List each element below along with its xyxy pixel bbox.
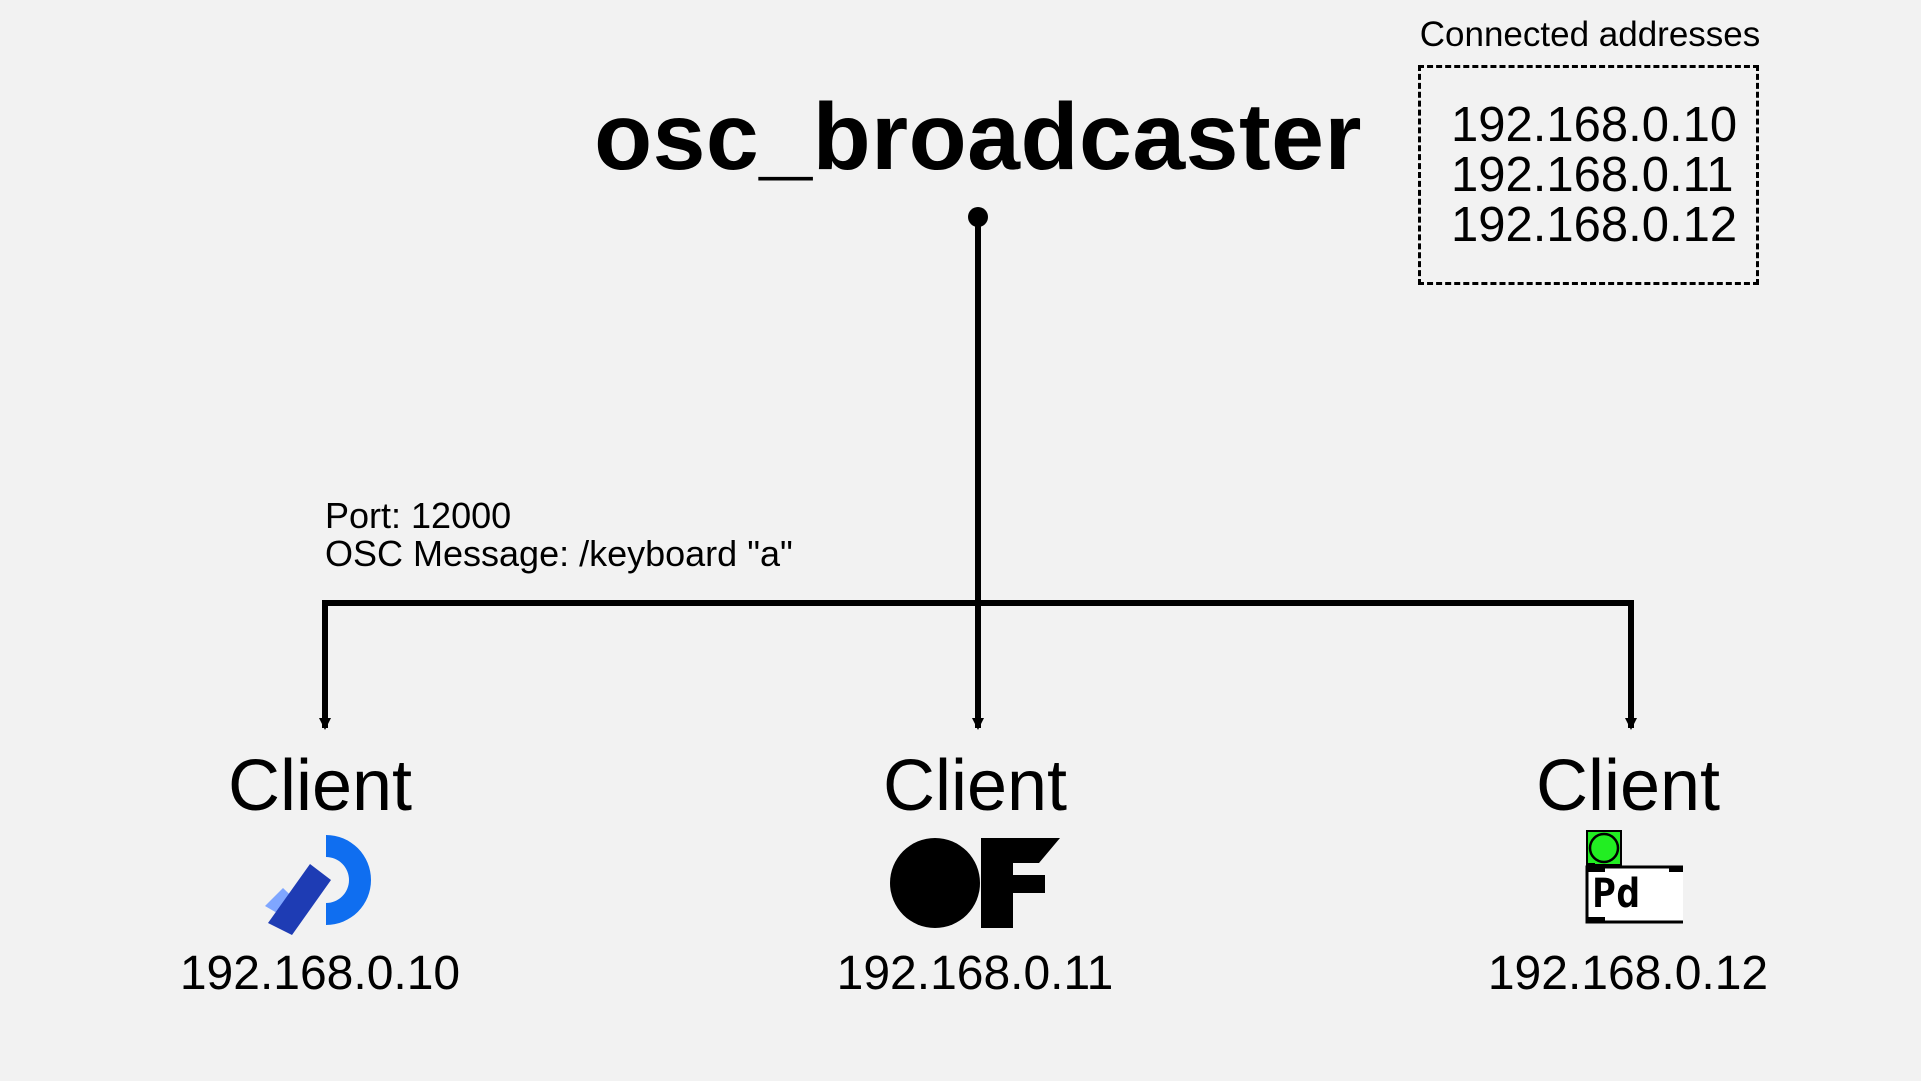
client-ip: 192.168.0.11	[836, 947, 1114, 1000]
client-label: Client	[1535, 746, 1721, 826]
processing-logo-icon	[130, 827, 510, 939]
client-node-1: Client 192.168.0.10	[130, 745, 510, 1003]
openframeworks-logo-icon	[785, 827, 1165, 939]
connected-address: 192.168.0.11	[1451, 148, 1734, 202]
osc-message-annotation: Port: 12000 OSC Message: /keyboard "a"	[325, 497, 793, 573]
connected-address: 192.168.0.10	[1451, 98, 1738, 152]
connected-addresses-list: 192.168.0.10 192.168.0.11 192.168.0.12	[1451, 100, 1737, 250]
client-ip: 192.168.0.10	[179, 947, 461, 1000]
client-node-2: Client 192.168.0.11	[785, 745, 1165, 1003]
connected-address: 192.168.0.12	[1451, 198, 1738, 252]
broadcast-branch-line	[322, 600, 1634, 728]
pure-data-logo-icon: Pd	[1438, 827, 1818, 939]
osc-message-label: OSC Message: /keyboard "a"	[325, 533, 793, 574]
port-label: Port: 12000	[325, 495, 512, 536]
client-ip: 192.168.0.12	[1487, 947, 1769, 1000]
client-node-3: Client Pd 192.168.0.12	[1438, 745, 1818, 1003]
svg-text:Pd: Pd	[1592, 871, 1640, 917]
client-label: Client	[227, 746, 413, 826]
connected-addresses-caption: Connected addresses	[1419, 15, 1761, 54]
server-title: osc_broadcaster	[594, 84, 1362, 190]
connected-addresses-box: 192.168.0.10 192.168.0.11 192.168.0.12	[1418, 65, 1759, 285]
client-label: Client	[882, 746, 1068, 826]
